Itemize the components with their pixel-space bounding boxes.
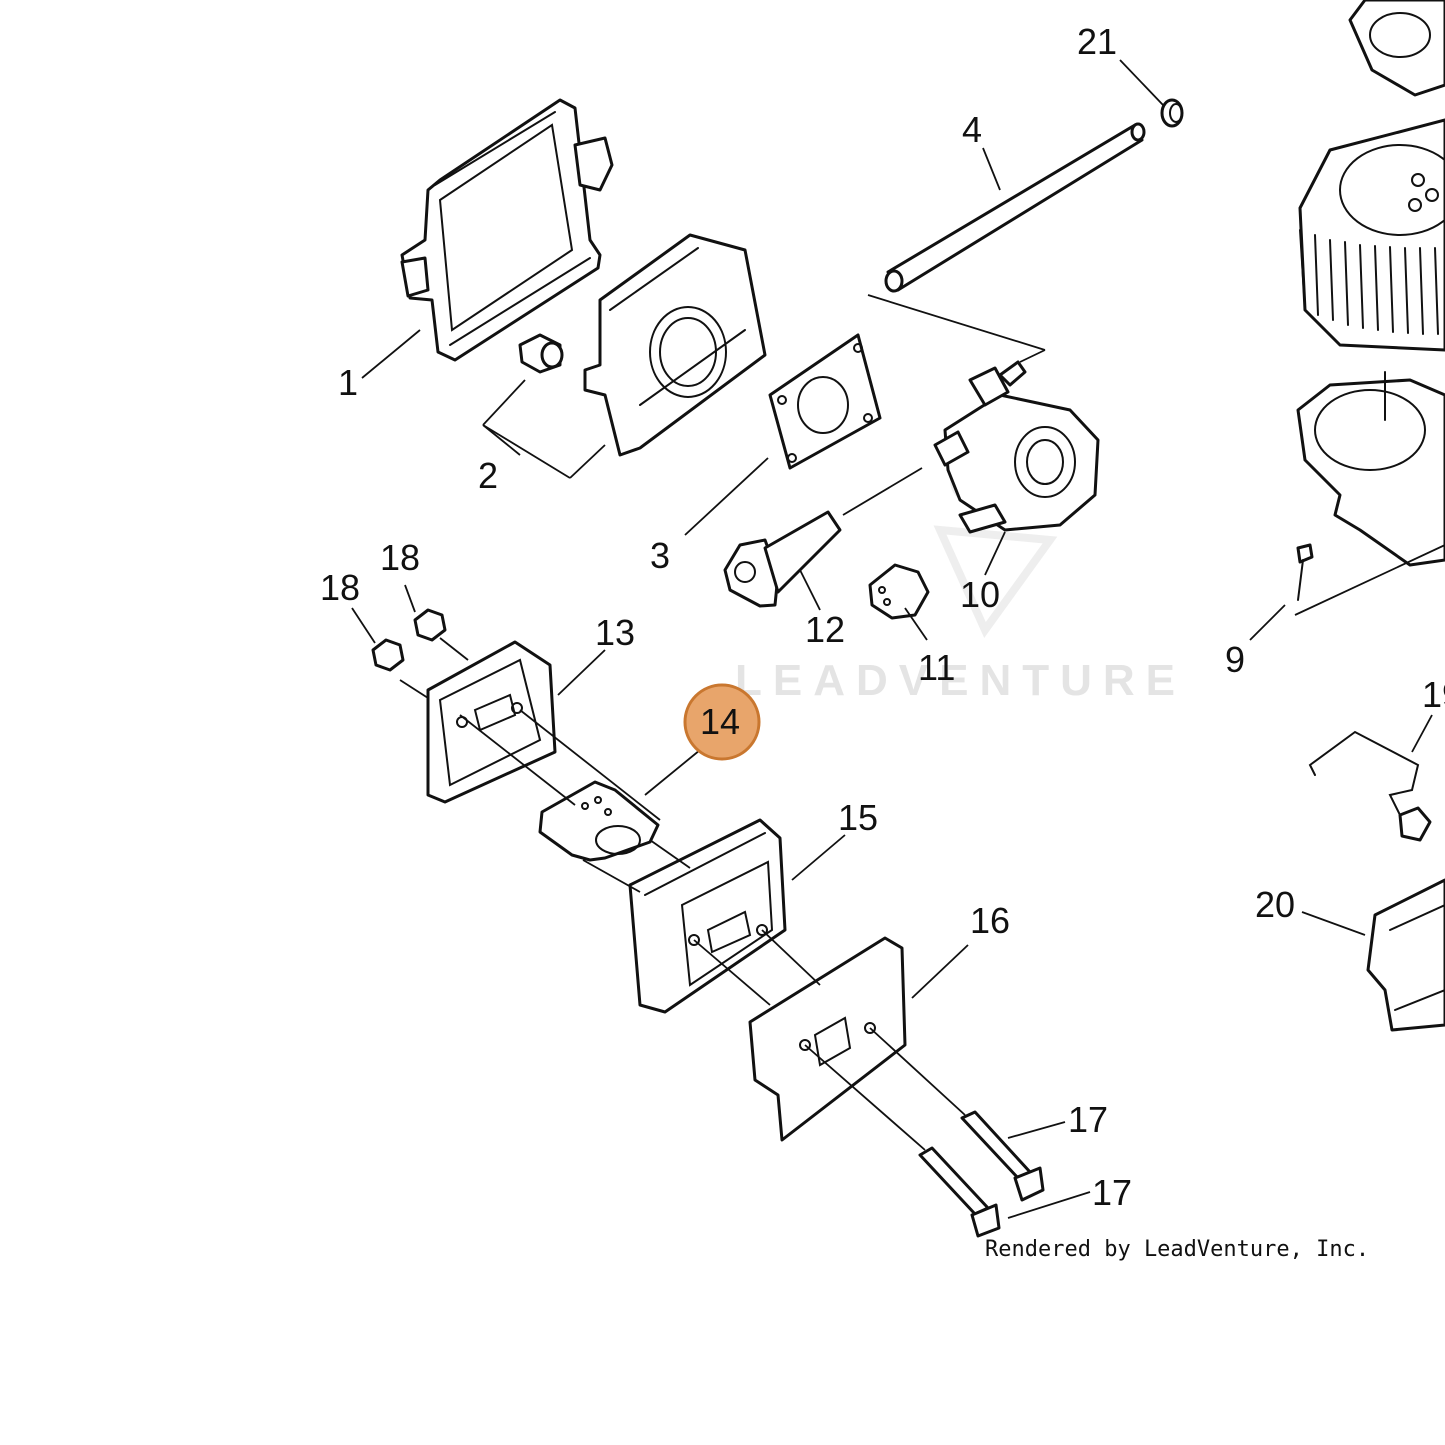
part-15-muffler[interactable] [628, 818, 787, 1014]
callout-18-lower[interactable]: 18 [320, 567, 360, 608]
part-1-filter-frame[interactable] [400, 98, 614, 362]
highlight-marker [683, 683, 761, 761]
callout-12[interactable]: 12 [805, 609, 845, 650]
part-20-housing[interactable] [1366, 878, 1445, 1032]
callout-3[interactable]: 3 [650, 535, 670, 576]
leader-lines [351, 59, 1445, 1219]
part-3-gasket[interactable] [768, 333, 882, 470]
callout-21[interactable]: 21 [1077, 21, 1117, 62]
part-18-nuts[interactable] [371, 608, 447, 672]
callout-11[interactable]: 11 [918, 647, 955, 688]
part-11-grommet[interactable] [868, 563, 930, 620]
callout-19[interactable]: 19 [1422, 674, 1445, 715]
callout-labels: 1 2 3 4 9 10 11 12 13 14 15 16 17 17 18 … [320, 21, 1445, 1213]
part-10-carburetor[interactable] [933, 360, 1100, 534]
part-4-hose[interactable] [884, 122, 1146, 293]
part-14-spacer[interactable] [538, 780, 660, 862]
callout-17-upper[interactable]: 17 [1068, 1099, 1108, 1140]
render-credit: Rendered by LeadVenture, Inc. [985, 1237, 1369, 1262]
callout-17-lower[interactable]: 17 [1092, 1172, 1132, 1213]
callout-1[interactable]: 1 [338, 362, 358, 403]
callout-10[interactable]: 10 [960, 574, 1000, 615]
callout-4[interactable]: 4 [962, 109, 982, 150]
part-filter-cap[interactable] [1348, 0, 1445, 97]
part-17-bolts[interactable] [918, 1110, 1045, 1238]
callout-9[interactable]: 9 [1225, 639, 1245, 680]
part-filter-base[interactable] [1296, 371, 1445, 567]
callout-14[interactable]: 14 [700, 701, 740, 742]
watermark-text: LEADVENTURE [735, 656, 1186, 705]
part-16-heat-shield[interactable] [748, 936, 907, 1142]
callout-18-upper[interactable]: 18 [380, 537, 420, 578]
part-21-clip[interactable] [1160, 98, 1184, 128]
callout-16[interactable]: 16 [970, 900, 1010, 941]
callout-15[interactable]: 15 [838, 797, 878, 838]
part-13-muffler-cover[interactable] [426, 640, 557, 804]
part-19-wire[interactable] [1308, 730, 1432, 842]
part-2-base-plate[interactable] [518, 233, 767, 457]
part-air-filter-element[interactable] [1298, 118, 1445, 352]
callout-20[interactable]: 20 [1255, 884, 1295, 925]
callout-13[interactable]: 13 [595, 612, 635, 653]
callout-2[interactable]: 2 [478, 455, 498, 496]
part-12-intake-boot[interactable] [723, 510, 842, 608]
part-9-screw[interactable] [1296, 543, 1314, 601]
